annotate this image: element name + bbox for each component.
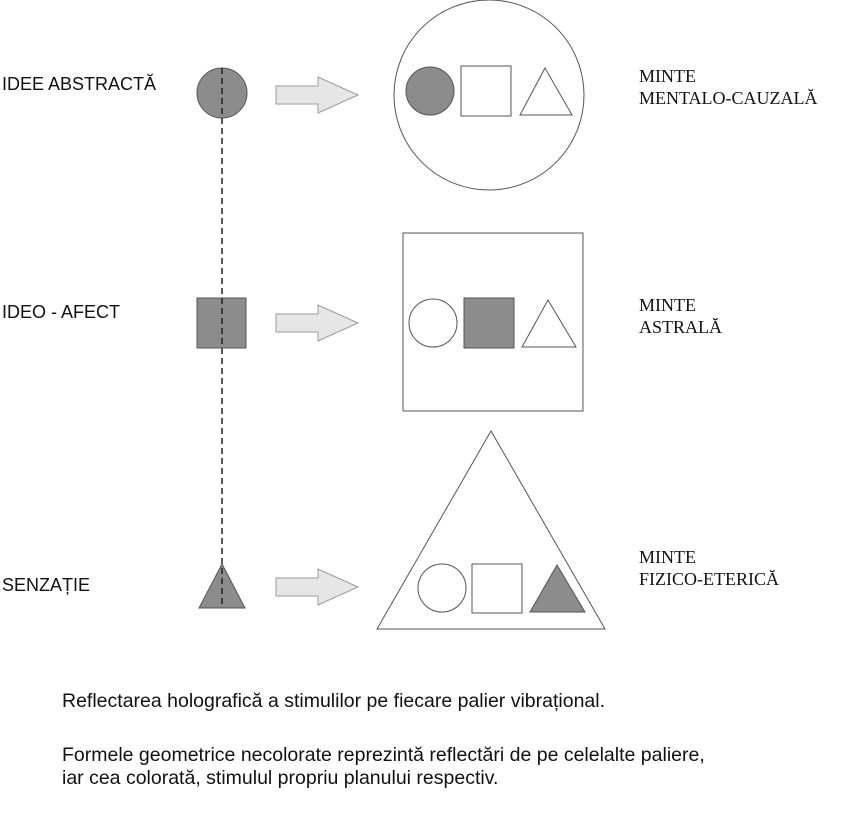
caption-line-2: Formele geometrice necolorate reprezintă…: [62, 744, 705, 766]
reflected-triangle: [521, 298, 577, 348]
level-label-ideo-affect: IDEO - AFECT: [2, 302, 120, 322]
caption-line-1: Reflectarea holografică a stimulilor pe …: [62, 690, 606, 712]
level-label-abstract-idea: IDEE ABSTRACTĂ: [2, 74, 156, 94]
mind-label-level2-line2: ASTRALĂ: [639, 317, 722, 337]
stimulus-triangle: [198, 562, 246, 609]
mental-causal-circle-container: [393, 0, 585, 191]
caption-line-3: iar cea colorată, stimulul propriu planu…: [62, 767, 499, 789]
mind-label-level3-line1: MINTE: [639, 547, 696, 567]
reflected-circle: [408, 298, 458, 348]
arrow-right-icon: [275, 76, 360, 114]
reflected-circle-filled: [405, 66, 455, 116]
mind-label-level1-line1: MINTE: [639, 66, 696, 86]
reflected-triangle: [519, 66, 573, 116]
reflected-square: [460, 65, 512, 117]
astral-square-container: [402, 232, 584, 412]
reflected-triangle-filled: [529, 564, 586, 613]
reflected-circle: [417, 563, 467, 613]
mind-label-level2-line1: MINTE: [639, 295, 696, 315]
level-label-sensation: SENZAȚIE: [2, 575, 90, 595]
arrow-right-icon: [275, 304, 360, 342]
mind-label-level3-line2: FIZICO-ETERICĂ: [639, 569, 779, 589]
reflected-square-filled: [463, 297, 515, 349]
mind-label-level1-line2: MENTALO-CAUZALĂ: [639, 88, 818, 108]
physical-etheric-triangle-container: [376, 429, 606, 630]
arrow-right-icon: [275, 568, 360, 606]
reflected-square: [471, 563, 523, 614]
